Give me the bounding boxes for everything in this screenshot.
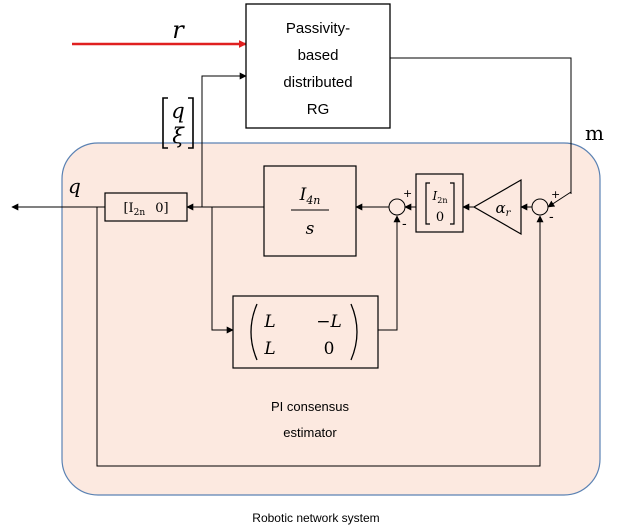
laplacian-right-paren bbox=[350, 303, 358, 361]
sum-junction-2 bbox=[531, 198, 549, 216]
rg-line-1: Passivity- bbox=[286, 20, 350, 37]
laplacian-r1c1: L bbox=[263, 312, 275, 332]
integrator-block bbox=[263, 165, 357, 257]
gain-label: αr bbox=[496, 199, 512, 219]
laplacian-r2c1: L bbox=[263, 339, 275, 359]
lift-block bbox=[415, 173, 464, 233]
rg-output-arrow bbox=[547, 191, 572, 208]
rg-block bbox=[245, 3, 391, 129]
integrator-numerator: I4n bbox=[299, 185, 321, 207]
input-r-label: r bbox=[172, 16, 185, 44]
output-q-label: q bbox=[68, 174, 81, 198]
laplacian-r2c2: 0 bbox=[324, 339, 335, 359]
rg-line-4: RG bbox=[307, 101, 330, 118]
lift-bottom: 0 bbox=[436, 210, 444, 225]
bottom-feedback-wire bbox=[96, 207, 544, 467]
lift-left-bracket bbox=[425, 182, 430, 225]
system-caption: Robotic network system bbox=[252, 511, 379, 525]
laplacian-left-paren bbox=[250, 303, 258, 361]
integrator-denominator: s bbox=[306, 219, 315, 239]
sum1-plus: + bbox=[403, 187, 412, 200]
lift-right-bracket bbox=[450, 182, 455, 225]
sum2-minus: - bbox=[549, 210, 554, 225]
sum2-plus: + bbox=[551, 188, 560, 201]
rg-line-2: based bbox=[298, 47, 339, 64]
laplacian-block bbox=[232, 295, 379, 369]
estimator-caption-2: estimator bbox=[283, 425, 337, 440]
laplacian-input-wire bbox=[211, 207, 234, 334]
feedback-vector-label: q ξ bbox=[162, 97, 194, 149]
laplacian-output-wire bbox=[378, 215, 401, 331]
rg-output-wire bbox=[390, 57, 572, 194]
selector-block bbox=[104, 192, 188, 222]
sum-junction-1 bbox=[388, 198, 406, 216]
sum1-minus: - bbox=[402, 217, 407, 232]
output-m-label: m bbox=[585, 121, 604, 145]
laplacian-r1c2: −L bbox=[316, 312, 342, 332]
lift-top: I2n bbox=[432, 189, 448, 205]
estimator-caption-1: PI consensus bbox=[271, 399, 350, 414]
rg-line-3: distributed bbox=[283, 74, 352, 91]
feedback-xi: ξ bbox=[172, 124, 185, 148]
feedback-wire bbox=[201, 72, 247, 207]
feedback-q: q bbox=[171, 99, 184, 123]
